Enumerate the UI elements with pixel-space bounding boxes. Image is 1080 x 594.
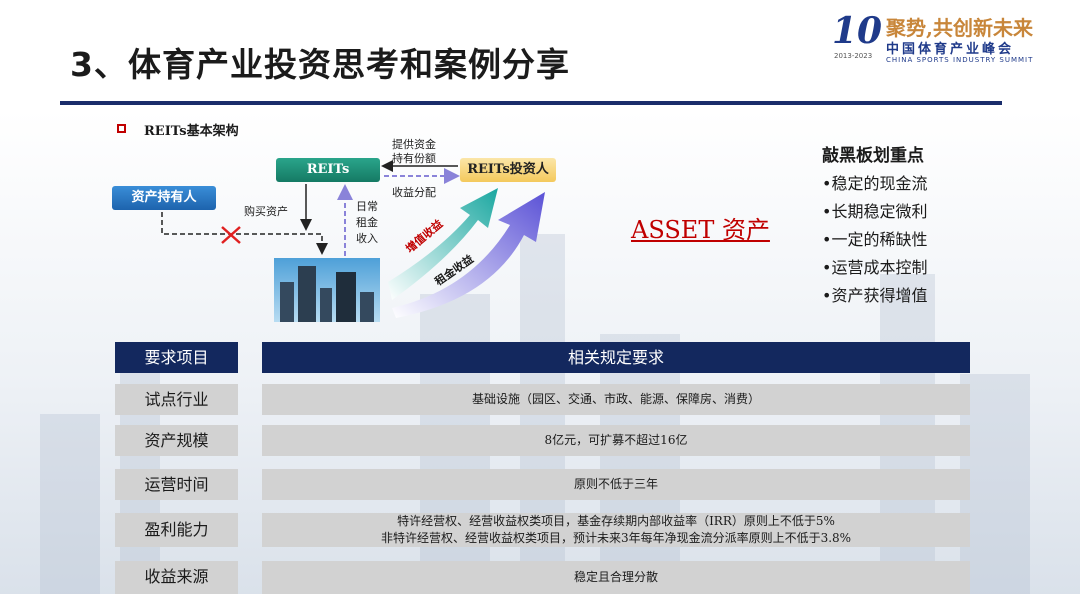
reits-node: REITs [276,158,380,182]
page-title: 3、体育产业投资思考和案例分享 [70,45,570,84]
table-row-label: 盈利能力 [115,513,238,547]
table-row-value: 8亿元，可扩募不超过16亿 [262,425,970,456]
key-point-item: •运营成本控制 [822,258,928,277]
asset-label: ASSET 资产 [631,216,770,244]
key-point-item: •一定的稀缺性 [822,230,928,249]
daily-rent-label-3: 收入 [356,232,378,245]
key-point-item: •稳定的现金流 [822,174,928,193]
table-row-label: 资产规模 [115,425,238,456]
logo-name-en: CHINA SPORTS INDUSTRY SUMMIT [886,56,1034,64]
provide-funds-label: 提供资金 [392,138,436,151]
key-points-list: •稳定的现金流 •长期稳定微利 •一定的稀缺性 •运营成本控制 •资产获得增值 [822,170,927,310]
hold-shares-label: 持有份额 [392,152,436,165]
logo-name-cn: 中国体育产业峰会 [886,42,1015,57]
table-cell-text: 8亿元，可扩募不超过16亿 [544,433,688,447]
table-row-value: 原则不低于三年 [262,469,970,500]
summit-logo: 10 2013-2023 聚势,共创新未来 中国体育产业峰会 CHINA SPO… [832,10,1062,70]
daily-rent-label-2: 租金 [356,216,378,229]
table-cell-text: 特许经营权、经营收益权类项目，基金存续期内部收益率（IRR）原则上不低于5% [397,514,835,528]
table-cell-text: 稳定且合理分散 [573,570,658,584]
table-cell-text: 原则不低于三年 [573,477,658,491]
table-cell-text: 基础设施（园区、交通、市政、能源、保障房、消费） [471,392,760,406]
section-label: REITs基本架构 [144,124,239,139]
logo-years: 2013-2023 [834,52,873,60]
buy-assets-label: 购买资产 [244,205,288,218]
table-row-value: 特许经营权、经营收益权类项目，基金存续期内部收益率（IRR）原则上不低于5% 非… [262,513,970,547]
table-row-value: 基础设施（园区、交通、市政、能源、保障房、消费） [262,384,970,415]
key-points-title: 敲黑板划重点 [822,146,924,166]
buildings-image [274,258,380,322]
reits-investor-node: REITs投资人 [460,158,556,182]
table-header-item: 要求项目 [115,342,238,373]
table-row-label: 收益来源 [115,561,238,594]
table-row-label: 试点行业 [115,384,238,415]
profit-distribution-label: 收益分配 [392,186,436,199]
key-point-item: •长期稳定微利 [822,202,928,221]
asset-holder-node: 资产持有人 [112,186,216,210]
table-row-value: 稳定且合理分散 [262,561,970,594]
logo-slogan: 聚势,共创新未来 [886,16,1033,40]
section-bullet-icon [117,124,126,133]
table-cell-text: 非特许经营权、经营收益权类项目，预计未来3年每年净现金流分派率原则上不低于3.8… [380,531,852,545]
daily-rent-label-1: 日常 [356,200,378,213]
table-header-requirement: 相关规定要求 [262,342,970,373]
key-point-item: •资产获得增值 [822,286,928,305]
table-row-label: 运营时间 [115,469,238,500]
title-divider [60,101,1002,105]
logo-number: 10 [832,10,883,52]
